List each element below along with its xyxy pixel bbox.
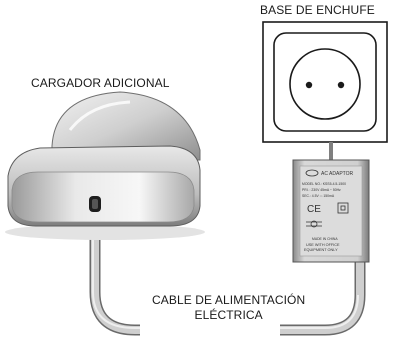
- cable-label-line1: CABLE DE ALIMENTACIÓN: [152, 293, 306, 307]
- adapter-use-line1: USE WITH OFFICE: [306, 243, 340, 247]
- adapter-title: AC ADAPTOR: [321, 171, 354, 177]
- adapter-sec: SEC.: 4.5V ⎓ 150mA: [302, 194, 335, 198]
- power-cable: [89, 194, 366, 340]
- double-insulation-icon: [337, 202, 349, 214]
- socket-hole-left: [305, 81, 313, 89]
- socket-label: BASE DE ENCHUFE: [260, 3, 375, 17]
- polarity-icon: [306, 220, 322, 228]
- wall-socket: [262, 21, 388, 143]
- ce-mark: CE: [307, 204, 321, 215]
- cable-label: CABLE DE ALIMENTACIÓN ELÉCTRICA: [152, 293, 305, 323]
- cable-label-line2: ELÉCTRICA: [194, 308, 263, 322]
- adapter-pri: PRI. : 230V 45mA ~ 50Hz: [302, 188, 341, 192]
- charger-label: CARGADOR ADICIONAL: [31, 76, 170, 90]
- adapter-made-in: MADE IN CHINA: [312, 237, 338, 241]
- adapter-model: MODEL NO.: KSS5-4.5-1500: [302, 182, 346, 186]
- charger-device: [5, 91, 205, 240]
- adapter-use-line2: EQUIPMENT ONLY: [304, 248, 338, 252]
- socket-hole-right: [337, 81, 345, 89]
- brand-logo-icon: [305, 169, 319, 177]
- ac-adapter: AC ADAPTOR MODEL NO.: KSS5-4.5-1500 PRI.…: [292, 159, 370, 263]
